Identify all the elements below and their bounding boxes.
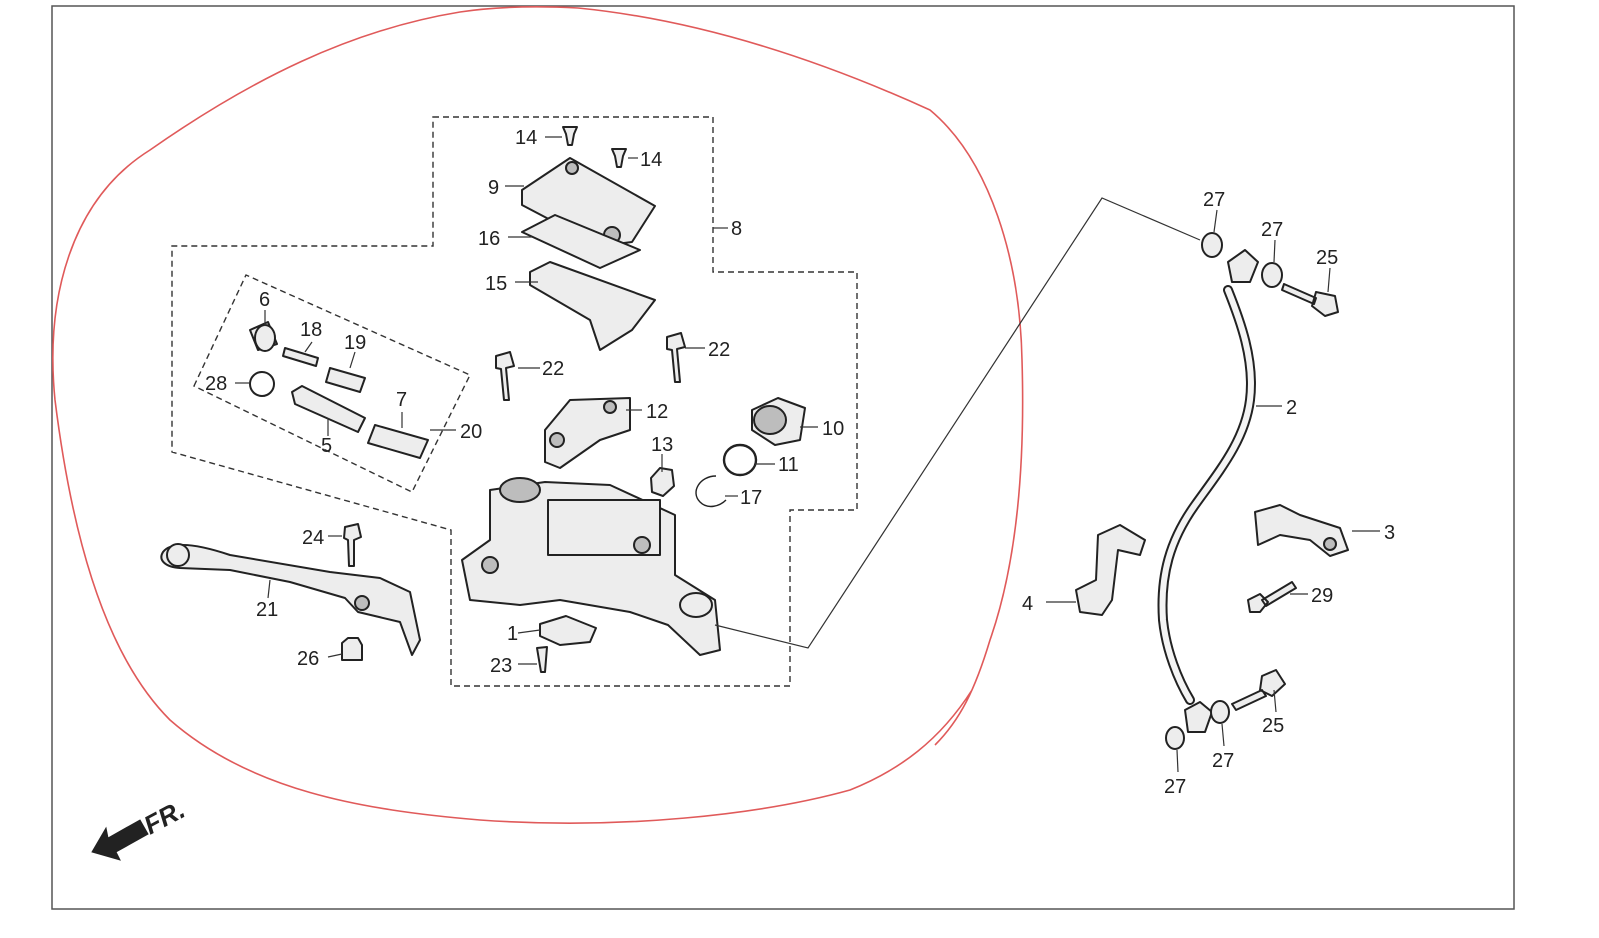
assembly-outline [171,116,858,687]
diaphragm-plate [521,214,641,269]
cap-screw-hole [565,161,579,175]
brake-hose [1157,285,1256,705]
piston [291,385,366,433]
callout-6: 6 [259,289,270,311]
bracket-hole [1323,537,1337,551]
mount-hole [481,556,499,574]
callout-14: 14 [515,127,537,149]
callout-16: 16 [478,228,500,250]
callout-8: 8 [731,218,742,240]
diaphragm [529,261,656,351]
bolt [495,351,515,401]
callout-22: 22 [542,358,564,380]
callout-22: 22 [708,339,730,361]
retaining-clip [695,475,727,508]
highlight-outline [52,6,1024,824]
callout-25: 25 [1262,715,1284,737]
diagram-border [51,5,1515,910]
banjo-bolt [1281,283,1339,317]
lever-nut [341,637,363,661]
return-spring [367,424,429,459]
callout-21: 21 [256,599,278,621]
banjo-fitting [1184,701,1213,733]
brake-hose-inner [1159,287,1254,703]
callout-11: 11 [778,454,799,476]
callout-7: 7 [396,389,407,411]
brake-switch [539,615,597,646]
callout-leaders [235,136,1380,773]
callout-27: 27 [1203,189,1225,211]
lever-pivot-hole [354,595,370,611]
hose-guide [1075,524,1146,616]
callout-27: 27 [1261,219,1283,241]
dust-boot-rim [254,324,276,352]
outlet-port [679,592,713,618]
banjo-fitting [1227,249,1259,283]
callout-12: 12 [646,401,668,423]
handlebar-clamp [544,397,631,469]
callout-26: 26 [297,648,319,670]
callout-1: 1 [507,623,518,645]
callout-9: 9 [488,177,499,199]
screw [562,126,578,146]
front-direction-arrow: FR. [91,794,190,861]
clamp-hole [549,432,565,448]
plug [650,467,675,497]
o-ring [722,443,758,477]
callout-2: 2 [1286,397,1297,419]
boot-opening [753,405,787,435]
small-spring [325,367,366,393]
switch-screw [536,646,548,673]
clamp-hole [603,400,617,414]
callout-13: 13 [651,434,673,456]
callout-25: 25 [1316,247,1338,269]
lever-ball-end [166,543,190,567]
callout-19: 19 [344,332,366,354]
callout-15: 15 [485,273,507,295]
washer [1201,232,1223,258]
callout-14: 14 [640,149,662,171]
bolt [666,332,686,383]
circlip [249,371,275,397]
washer [1261,262,1283,288]
pivot-bolt [343,523,362,567]
callout-5: 5 [321,435,332,457]
screw [611,148,627,168]
callout-24: 24 [302,527,324,549]
reservoir-well [547,499,661,556]
callout-27: 27 [1164,776,1186,798]
well-port [633,536,651,554]
washer [1210,700,1230,724]
callout-17: 17 [740,487,762,509]
callout-29: 29 [1311,585,1333,607]
callout-10: 10 [822,418,844,440]
banjo-bolt [1231,669,1286,711]
callout-4: 4 [1022,593,1033,615]
callout-20: 20 [460,421,482,443]
pivot-boss [499,477,541,503]
pin [282,347,319,367]
connection-line [714,197,1201,649]
callout-28: 28 [205,373,227,395]
brake-lever [160,544,421,656]
callout-23: 23 [490,655,512,677]
callout-27: 27 [1212,750,1234,772]
washer [1165,726,1185,750]
callout-18: 18 [300,319,322,341]
kit-outline [193,274,471,493]
bracket-bolt [1247,581,1297,613]
callout-3: 3 [1384,522,1395,544]
reservoir-cap [521,157,656,247]
